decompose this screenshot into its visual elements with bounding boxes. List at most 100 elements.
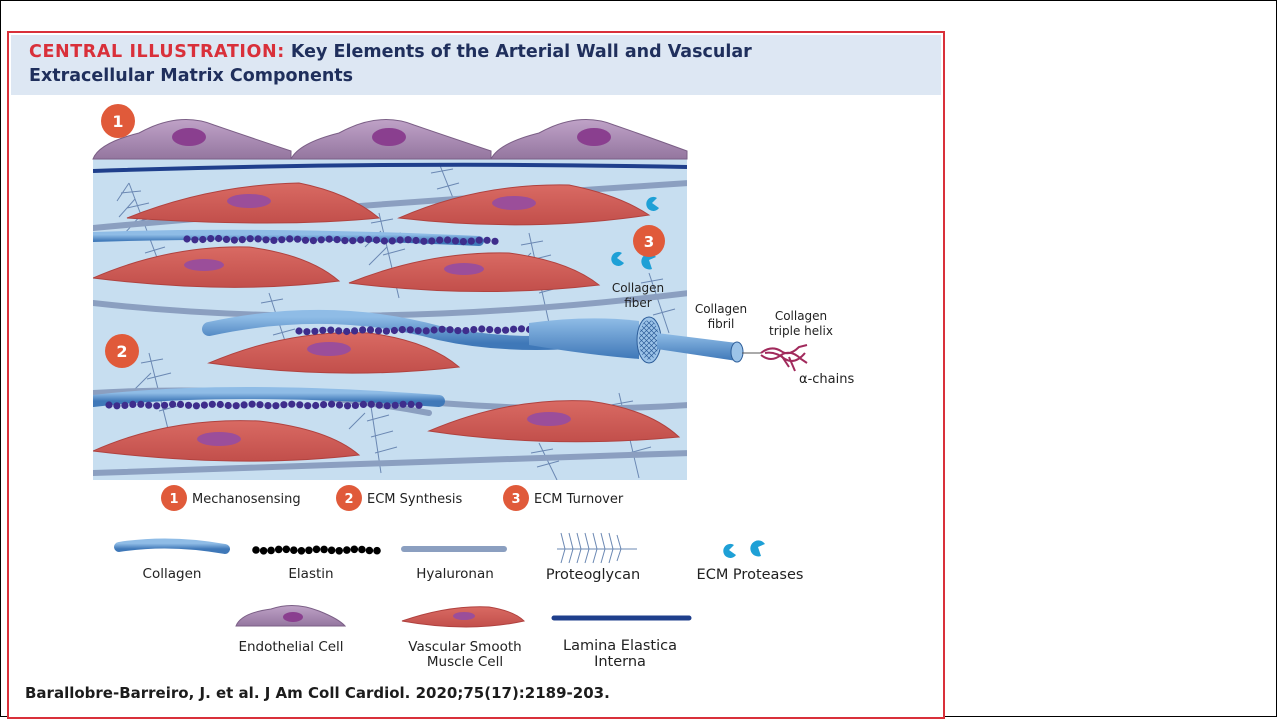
elastin-bead xyxy=(215,235,222,242)
elastin-bead xyxy=(491,238,498,245)
elastin-bead xyxy=(446,326,453,333)
elastin-bead xyxy=(264,402,271,409)
elastin-bead xyxy=(373,237,380,244)
legend-smc-nucleus xyxy=(453,612,475,620)
elastin-bead xyxy=(415,327,422,334)
marker-3: 3 xyxy=(633,225,665,257)
elastin-bead xyxy=(368,401,375,408)
elastin-bead xyxy=(376,402,383,409)
elastin-bead xyxy=(510,326,517,333)
elastin-bead xyxy=(270,237,277,244)
elastin-bead xyxy=(294,236,301,243)
elastin-bead xyxy=(318,236,325,243)
elastin-bead xyxy=(412,237,419,244)
legend-hyaluronan-label: Hyaluronan xyxy=(416,566,494,582)
elastin-bead xyxy=(392,402,399,409)
elastin-bead xyxy=(137,401,144,408)
elastin-bead xyxy=(177,401,184,408)
legend-proteoglycan-label: Proteoglycan xyxy=(546,567,640,583)
elastin-bead xyxy=(352,402,359,409)
elastin-bead xyxy=(217,401,224,408)
elastin-bead xyxy=(381,237,388,244)
legend-collagen-swatch xyxy=(119,543,225,549)
elastin-bead xyxy=(428,237,435,244)
elastin-bead xyxy=(169,401,176,408)
elastin-bead xyxy=(486,326,493,333)
process-mechanosensing: 1 Mechanosensing xyxy=(161,485,301,511)
elastin-bead xyxy=(328,547,336,555)
elastin-bead xyxy=(319,327,326,334)
elastin-bead xyxy=(335,327,342,334)
elastin-bead xyxy=(484,237,491,244)
elastin-bead xyxy=(191,236,198,243)
legend-elastin-label: Elastin xyxy=(288,566,333,582)
svg-text:3: 3 xyxy=(511,492,520,507)
collagen-fibril-label-2: fibril xyxy=(708,317,735,331)
elastin-bead xyxy=(272,402,279,409)
elastin-bead xyxy=(305,547,313,555)
elastin-bead xyxy=(460,238,467,245)
elastin-bead xyxy=(478,325,485,332)
collagen-fiber-mesh xyxy=(639,320,659,360)
process-label-mechanosensing: Mechanosensing xyxy=(192,492,301,507)
collagen-helix-label-1: Collagen xyxy=(775,309,827,323)
marker-2: 2 xyxy=(105,334,139,368)
elastin-bead xyxy=(320,401,327,408)
elastin-bead xyxy=(476,237,483,244)
elastin-bead xyxy=(295,327,302,334)
elastin-bead xyxy=(121,402,128,409)
elastin-bead xyxy=(239,236,246,243)
elastin-bead xyxy=(290,546,298,554)
elastin-bead xyxy=(349,237,356,244)
marker-1: 1 xyxy=(101,104,135,138)
process-label-ecm-synthesis: ECM Synthesis xyxy=(367,492,463,507)
elastin-bead xyxy=(252,546,260,554)
elastin-bead xyxy=(351,546,359,554)
elastin-bead xyxy=(231,237,238,244)
elastin-bead xyxy=(161,402,168,409)
svg-text:2: 2 xyxy=(344,492,353,507)
elastin-bead xyxy=(327,327,334,334)
central-illustration-panel: CENTRAL ILLUSTRATION: Key Elements of th… xyxy=(7,31,945,719)
elastin-bead xyxy=(241,401,248,408)
svg-text:3: 3 xyxy=(644,233,654,251)
elastin-bead xyxy=(366,547,374,555)
elastin-bead xyxy=(407,326,414,333)
elastin-bead xyxy=(129,401,136,408)
elastin-bead xyxy=(389,237,396,244)
alpha-chains-label: α-chains xyxy=(799,372,854,387)
elastin-bead xyxy=(420,238,427,245)
svg-text:1: 1 xyxy=(112,112,123,131)
elastin-bead xyxy=(313,546,321,554)
elastin-bead xyxy=(367,326,374,333)
elastin-bead xyxy=(334,236,341,243)
elastin-bead xyxy=(233,402,240,409)
arterial-wall-diagram: 1 2 3 Collagen fiber Collagen fibril Col… xyxy=(9,33,943,717)
collagen-fiber-label-2: fiber xyxy=(624,296,652,310)
elastin-bead xyxy=(320,546,328,554)
elastin-bead xyxy=(193,402,200,409)
elastin-bead xyxy=(310,237,317,244)
elastin-bead xyxy=(311,328,318,335)
elastin-bead xyxy=(400,401,407,408)
legend-proteases-swatch xyxy=(723,540,765,557)
component-legend: Collagen Elastin Hyaluronan Proteoglycan… xyxy=(119,533,803,670)
elastin-bead xyxy=(278,236,285,243)
elastin-bead xyxy=(452,237,459,244)
legend-collagen-label: Collagen xyxy=(143,566,202,582)
elastin-bead xyxy=(328,401,335,408)
elastin-bead xyxy=(336,401,343,408)
elastin-bead xyxy=(365,236,372,243)
legend-endothelial-label: Endothelial Cell xyxy=(238,639,343,655)
elastin-bead xyxy=(502,327,509,334)
elastin-bead xyxy=(298,547,306,555)
elastin-bead xyxy=(357,236,364,243)
elastin-bead xyxy=(275,546,283,554)
elastin-bead xyxy=(423,327,430,334)
elastin-bead xyxy=(304,402,311,409)
elastin-bead xyxy=(288,401,295,408)
process-ecm-turnover: 3 ECM Turnover xyxy=(503,485,624,511)
legend-proteoglycan-swatch xyxy=(557,533,637,563)
citation: Barallobre-Barreiro, J. et al. J Am Coll… xyxy=(25,684,610,702)
